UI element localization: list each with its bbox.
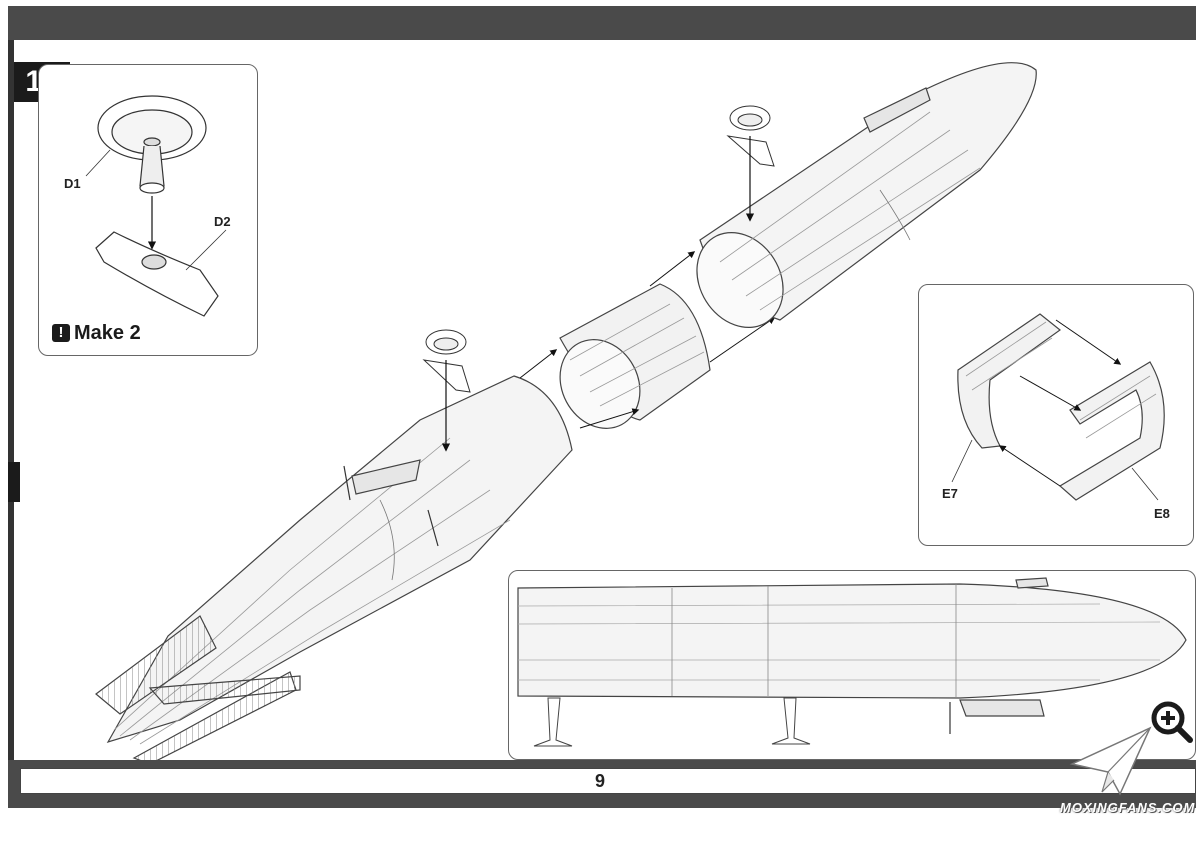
pedestal-part-d1 (97, 95, 207, 194)
make-quantity-note: !Make 2 (52, 322, 141, 345)
leader-d1 (85, 149, 111, 177)
arrow-middle-front-lower (709, 317, 776, 363)
arrow-rear-to-middle (519, 349, 558, 379)
base-plate-part-d2 (95, 231, 219, 317)
leader-d2 (185, 229, 227, 271)
page-number-strip (20, 768, 1196, 794)
paper-plane-logo (1069, 726, 1152, 796)
top-header-bar (8, 6, 1196, 40)
leader-e8 (1131, 467, 1159, 501)
airship-rear-section (95, 375, 573, 765)
airship-front-section (696, 62, 1037, 329)
rear-mast-part (422, 329, 471, 393)
airship-middle-ring (559, 283, 711, 429)
arrow-e8-lower (998, 445, 1061, 487)
arrow-e7-upper (1055, 319, 1122, 365)
front-mast-part (726, 105, 775, 167)
leader-e7 (951, 439, 973, 483)
shell-parts-e7-e8 (957, 313, 1165, 501)
label-e7: E7 (942, 486, 958, 501)
side-view-stand-left (533, 697, 573, 747)
previous-step-tab (8, 462, 20, 502)
page-number: 9 (594, 771, 605, 791)
label-e8: E8 (1154, 506, 1170, 521)
label-d1: D1 (64, 176, 81, 191)
magnifier-plus-icon[interactable] (1150, 700, 1194, 744)
side-view-airship (517, 577, 1187, 734)
watermark-site: MOXINGFANS.COM (1060, 800, 1196, 815)
make-quantity-text: Make 2 (74, 322, 141, 344)
warning-icon: ! (52, 324, 70, 342)
arrow-middle-to-front (649, 251, 696, 287)
arrow-middle-lower (579, 408, 640, 429)
label-d2: D2 (214, 214, 231, 229)
left-binding-strip (8, 40, 14, 760)
arrow-e7-inner (1019, 375, 1082, 411)
side-view-stand-right (771, 697, 811, 745)
